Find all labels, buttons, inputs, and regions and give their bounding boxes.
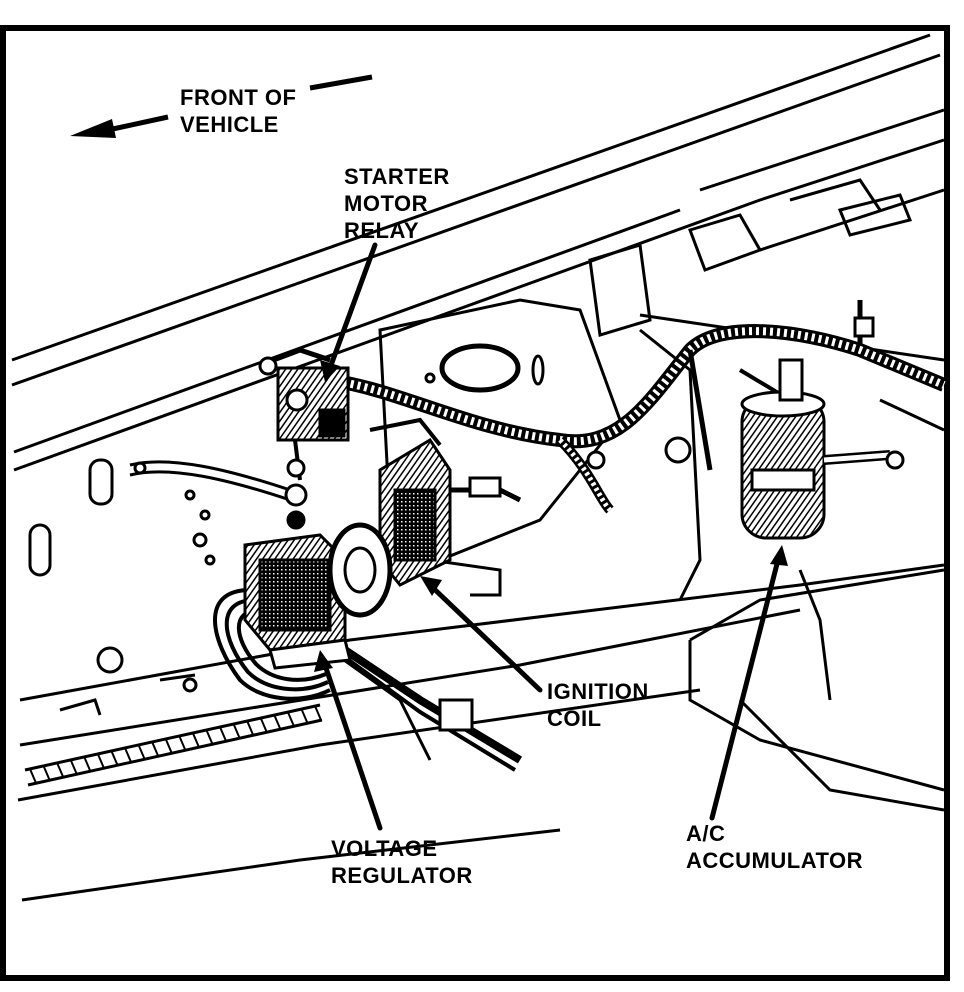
leader-lines [322, 242, 781, 831]
loom-rib [83, 756, 92, 772]
front-of-vehicle-label: FRONT OF VEHICLE [180, 84, 296, 138]
voltage-regulator-leader [322, 662, 383, 831]
loom-rib [42, 765, 51, 781]
ignition-coil-leader [427, 582, 543, 693]
front-of-vehicle-line-2: VEHICLE [180, 112, 279, 137]
left-panel-details [28, 458, 216, 716]
loom-rib [191, 732, 200, 748]
loom-rib [273, 714, 282, 730]
loom-rib [232, 723, 241, 739]
loom-rib [205, 729, 214, 745]
starter-relay-leader [327, 242, 378, 371]
loom-rib [259, 717, 268, 733]
loom-rib [56, 762, 65, 778]
loom-rib [124, 747, 132, 763]
loom-rib [300, 708, 309, 724]
loom-rib [219, 726, 227, 742]
loom-rib [246, 720, 255, 736]
loom-rib [137, 744, 146, 760]
loom-rib [69, 759, 78, 775]
wiring-harness [329, 300, 947, 514]
ignition-line-1: IGNITION [547, 679, 649, 704]
voltage-regulator-label: VOLTAGE REGULATOR [331, 835, 473, 889]
arrow-left-icon [70, 74, 373, 138]
ac-accumulator [740, 358, 905, 540]
loom-rib [178, 735, 187, 751]
starter-relay [258, 347, 350, 530]
ignition-coil-label: IGNITION COIL [547, 678, 649, 732]
voltage-regulator [243, 522, 393, 670]
ignition-line-2: COIL [547, 706, 602, 731]
figure-border [0, 25, 950, 981]
loom-rib [314, 705, 322, 721]
leader-arrowheads [314, 360, 788, 672]
ignition-coil [369, 417, 522, 587]
voltage-line-1: VOLTAGE [331, 836, 438, 861]
loom-rib [286, 711, 295, 727]
loom-rib [29, 768, 37, 784]
starter-line-3: RELAY [344, 218, 420, 243]
lower-wires [213, 588, 523, 772]
loom-rib [96, 753, 105, 769]
ac-line-2: ACCUMULATOR [686, 848, 863, 873]
wire-loom-ribs [29, 705, 322, 784]
loom-rib [164, 738, 173, 754]
ac-line-1: A/C [686, 821, 726, 846]
wire-loom [24, 703, 323, 787]
starter-motor-relay-label: STARTER MOTOR RELAY [344, 163, 450, 244]
voltage-line-2: REGULATOR [331, 863, 473, 888]
vacuum-line [129, 460, 291, 502]
fender-lines [11, 33, 945, 902]
front-of-vehicle-line-1: FRONT OF [180, 85, 297, 110]
harness-fittings [438, 316, 875, 732]
starter-line-2: MOTOR [344, 191, 428, 216]
loom-rib [110, 750, 119, 766]
loom-rib [151, 741, 160, 757]
ac-accumulator-label: A/C ACCUMULATOR [686, 820, 863, 874]
starter-line-1: STARTER [344, 164, 450, 189]
accumulator-leader [709, 557, 781, 821]
